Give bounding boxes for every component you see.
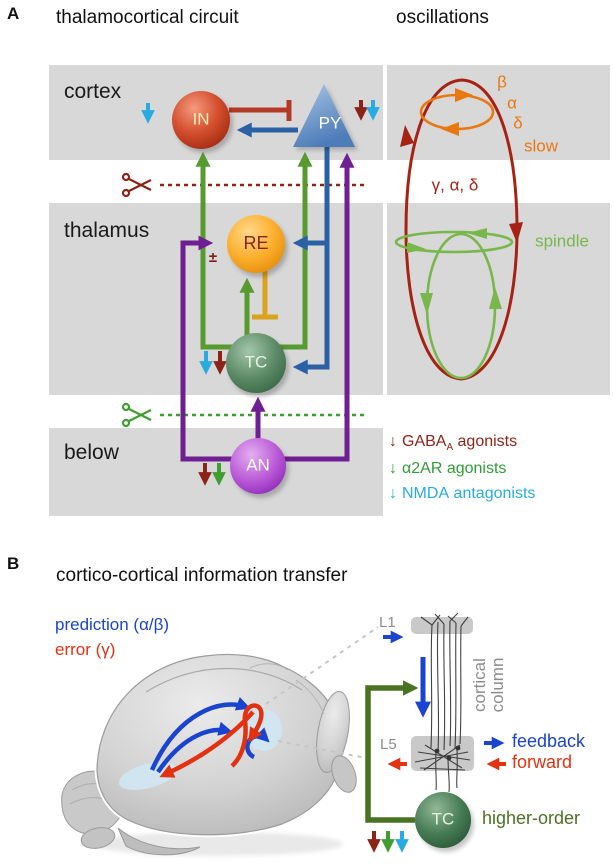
panel-b-label: B <box>7 554 20 573</box>
node-IN <box>172 91 230 149</box>
node-PY <box>293 84 355 147</box>
node-IN-label: IN <box>192 109 210 129</box>
modulator-arrows <box>367 831 409 853</box>
cortical-column-label: cortical column <box>470 657 507 713</box>
node-TC-label: TC <box>244 352 268 372</box>
cortex-region-label: cortex <box>64 80 122 103</box>
node-RE-label: RE <box>243 233 269 254</box>
node-TC-higher-order-label: TC <box>431 809 455 829</box>
thalamus-below-cut-line <box>121 402 367 428</box>
circuit-nodes <box>172 84 358 498</box>
midline <box>145 667 303 693</box>
panel-b-title: cortico-cortical information transfer <box>56 565 348 586</box>
callout-dashed-lines <box>265 626 379 759</box>
thalamus-region-label: thalamus <box>64 219 150 242</box>
red-inhibitory-connection <box>229 100 292 121</box>
slow-label: slow <box>523 136 559 156</box>
purple-connections <box>180 152 355 462</box>
legend-gaba-agonists: ↓GABAA agonists <box>389 433 518 454</box>
cortex-thalamus-cut-line <box>121 172 367 198</box>
delta-label: δ <box>513 113 523 133</box>
scissors-icon <box>121 402 152 428</box>
higher-order-pathway <box>365 680 474 853</box>
node-AN <box>230 438 286 494</box>
down-arrow-icon: ↓ <box>389 460 397 477</box>
olfactory-bulb <box>331 755 357 793</box>
spindle-loops <box>394 228 514 380</box>
down-arrow-icon: ↓ <box>389 485 397 502</box>
panel-a-title: thalamocortical circuit <box>56 7 239 28</box>
spindle-label: spindle <box>535 231 589 251</box>
blue-excitatory-connections <box>236 122 330 375</box>
node-TC <box>226 333 286 393</box>
transfer-legend-arrows <box>484 736 506 771</box>
alpha-label: α <box>507 93 517 113</box>
legend-nmda-antagonists: ↓NMDA antagonists <box>389 485 536 502</box>
oscillations-title: oscillations <box>396 7 489 28</box>
higher-order-label: higher-order <box>482 808 581 828</box>
plus-minus-label: ± <box>208 248 218 266</box>
below-band-left <box>49 428 383 516</box>
legend-a2ar-agonists: ↓α2AR agonists <box>389 460 507 477</box>
brainstem <box>117 827 201 856</box>
node-RE <box>227 215 285 273</box>
error-label: error (γ) <box>55 640 116 659</box>
cortical-column <box>383 612 474 793</box>
green-excitatory-connections <box>195 151 313 350</box>
cortical-oscillation-loop <box>419 88 495 136</box>
below-region-label: below <box>64 441 119 464</box>
down-arrow-icon: ↓ <box>389 433 397 450</box>
layer5-band <box>411 736 474 771</box>
node-AN-label: AN <box>246 455 270 475</box>
cortico-thalamic-loop <box>400 78 523 381</box>
node-PY-label: PY <box>318 113 342 133</box>
scissors-icon <box>121 172 152 198</box>
forward-label: forward <box>512 752 573 772</box>
beta-label: β <box>497 72 507 92</box>
layer5-label: L5 <box>380 736 397 753</box>
feedback-label: feedback <box>512 731 586 751</box>
panel-a-label: A <box>7 4 20 23</box>
drug-effect-arrows <box>141 100 380 486</box>
layer1-label: L1 <box>379 614 396 631</box>
layer1-band <box>411 617 473 634</box>
loop-rhythms-label: γ, α, δ <box>431 175 479 195</box>
amber-inhibitory-connection <box>252 271 278 320</box>
node-TC-higher-order <box>415 792 471 848</box>
brain-illustration <box>61 651 357 856</box>
prediction-label: prediction (α/β) <box>55 615 170 634</box>
error-arrows <box>159 703 264 778</box>
neuron-tracings <box>414 612 471 793</box>
